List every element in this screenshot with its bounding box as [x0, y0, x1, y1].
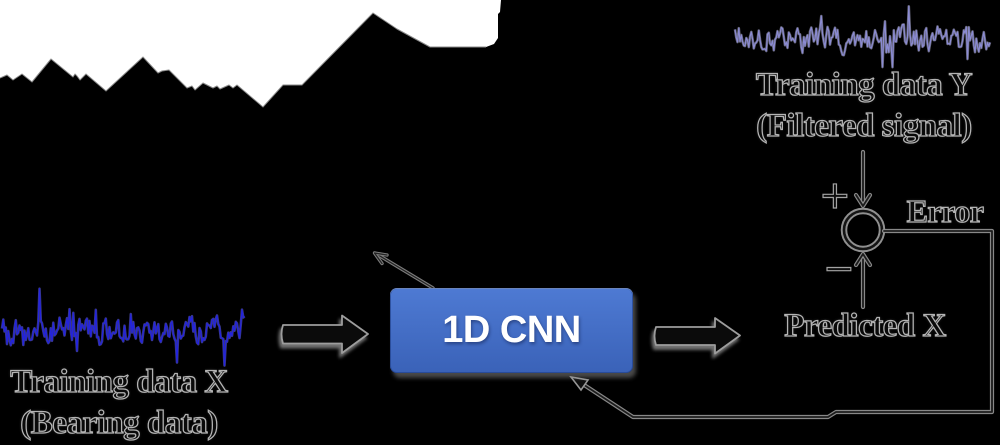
block-arrow-input-icon	[280, 314, 369, 354]
sum-junction-icon	[840, 207, 886, 253]
training-data-x-caption: Training data X (Bearing data)	[0, 362, 244, 444]
cnn-box: 1D CNN	[390, 288, 633, 373]
cnn-box-label: 1D CNN	[442, 309, 581, 351]
error-caption: Error	[906, 192, 985, 229]
magnified-signal-shape	[0, 0, 501, 107]
filtered-signal-waveform	[733, 5, 992, 69]
feedback-loop-line	[569, 228, 995, 420]
predicted-x-caption: Predicted X	[784, 307, 947, 344]
training-data-y-line1: Training data Y	[755, 66, 973, 103]
block-arrow-output-icon	[653, 317, 741, 355]
training-data-x-line1: Training data X	[10, 363, 229, 400]
feedback-arrowhead-icon	[569, 375, 590, 392]
training-data-x-line2: (Bearing data)	[20, 404, 219, 441]
bearing-signal-waveform	[0, 287, 246, 367]
training-data-y-line2: (Filtered signal)	[756, 107, 973, 144]
plus-sign: +	[818, 173, 851, 217]
magnified-signal-edge	[0, 12, 486, 108]
training-data-y-caption: Training data Y (Filtered signal)	[699, 65, 1000, 147]
arrow-y-to-sum	[853, 149, 873, 209]
magnified-signal-region	[0, 0, 501, 108]
arrow-predicted-to-sum	[853, 251, 873, 310]
annotation-arrow-icon	[372, 251, 435, 290]
minus-sign: −	[822, 246, 855, 290]
